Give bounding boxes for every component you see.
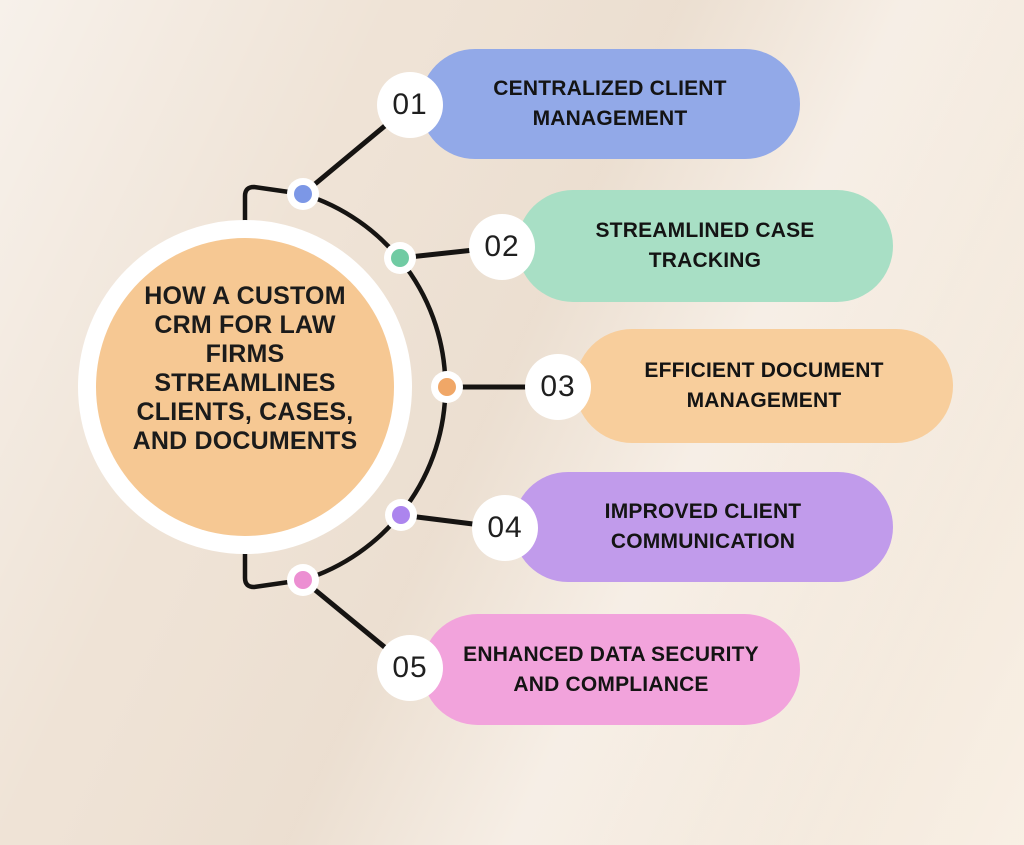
benefit-label-5: ENHANCED DATA SECURITY AND COMPLIANCE [463, 642, 759, 696]
center-title-line: CLIENTS, CASES, [136, 398, 354, 426]
benefit-pill-2: STREAMLINED CASE TRACKING [517, 190, 893, 302]
center-circle [96, 238, 394, 536]
step-number-badge-2: 02 [469, 214, 535, 280]
center-title-line: FIRMS [205, 340, 285, 368]
center-title-line: HOW A CUSTOM [144, 282, 346, 310]
center-title-line: STREAMLINES [154, 369, 336, 397]
arc-dot-2 [391, 249, 409, 267]
arc-dot-3 [438, 378, 456, 396]
step-number-1: 01 [392, 88, 428, 121]
step-number-badge-4: 04 [472, 495, 538, 561]
step-number-5: 05 [392, 651, 428, 684]
center-title-line: CRM FOR LAW [154, 311, 336, 339]
benefit-label-4: IMPROVED CLIENT COMMUNICATION [604, 500, 802, 553]
step-number-2: 02 [484, 230, 520, 263]
step-number-badge-3: 03 [525, 354, 591, 420]
arc-dot-5 [294, 571, 312, 589]
benefit-label-1: CENTRALIZED CLIENT MANAGEMENT [493, 77, 727, 130]
benefit-label-3: EFFICIENT DOCUMENT MANAGEMENT [644, 359, 884, 412]
step-number-badge-5: 05 [377, 635, 443, 701]
center-title: HOW A CUSTOM CRM FOR LAW FIRMS STREAMLIN… [95, 282, 395, 456]
benefit-pill-1: CENTRALIZED CLIENT MANAGEMENT [420, 49, 800, 159]
benefit-pill-3: EFFICIENT DOCUMENT MANAGEMENT [575, 329, 953, 443]
center-title-line: AND DOCUMENTS [132, 427, 358, 455]
arc-dot-1 [294, 185, 312, 203]
benefit-label-2: STREAMLINED CASE TRACKING [595, 219, 815, 272]
step-number-4: 04 [487, 511, 523, 544]
benefit-pill-5: ENHANCED DATA SECURITY AND COMPLIANCE [422, 614, 800, 725]
arc-dot-4 [392, 506, 410, 524]
step-number-badge-1: 01 [377, 72, 443, 138]
step-number-3: 03 [540, 370, 576, 403]
benefit-pill-4: IMPROVED CLIENT COMMUNICATION [513, 472, 893, 582]
